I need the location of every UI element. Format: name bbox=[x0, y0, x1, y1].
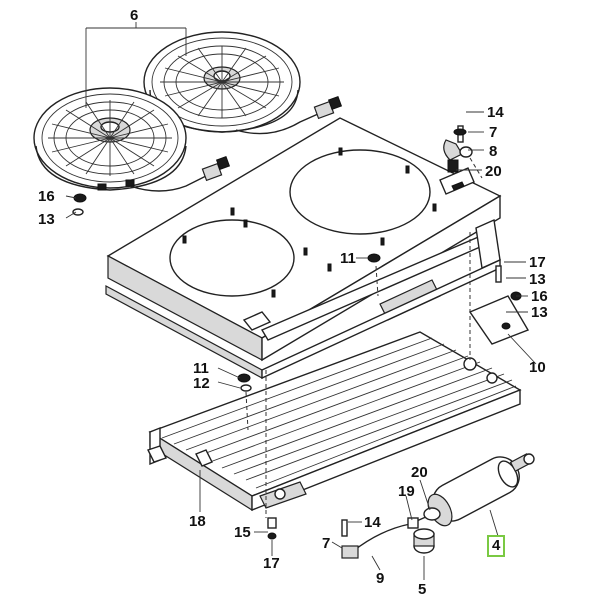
callout-15: 15 bbox=[234, 524, 251, 541]
callout-16: 16 bbox=[38, 188, 55, 205]
pressure-switch bbox=[413, 528, 435, 554]
callout-11: 11 bbox=[340, 250, 356, 267]
callout-11-lower: 11 bbox=[193, 360, 209, 377]
callout-17: 17 bbox=[529, 254, 546, 271]
condenser bbox=[147, 331, 522, 512]
callout-7-lower: 7 bbox=[322, 535, 331, 552]
callout-13-bracket: 13 bbox=[531, 304, 548, 321]
callout-14: 14 bbox=[487, 104, 504, 121]
callout-20: 20 bbox=[485, 163, 502, 180]
callout-17-lower: 17 bbox=[263, 555, 280, 572]
fan-shroud bbox=[106, 117, 502, 362]
callout-9: 9 bbox=[376, 570, 385, 587]
fan-assembly-front bbox=[33, 87, 231, 192]
callout-6: 6 bbox=[130, 7, 139, 24]
callout-18: 18 bbox=[189, 513, 206, 530]
callout-4-highlighted[interactable]: 4 bbox=[487, 535, 506, 557]
callout-8: 8 bbox=[489, 143, 498, 160]
callout-5: 5 bbox=[418, 581, 427, 598]
alignment-lines bbox=[245, 157, 483, 518]
callout-13: 13 bbox=[38, 211, 55, 228]
callout-20-lower: 20 bbox=[411, 464, 428, 481]
callout-14-lower: 14 bbox=[364, 514, 381, 531]
hose-fitting bbox=[341, 507, 441, 559]
seal-strip bbox=[105, 258, 501, 380]
callout-16-right: 16 bbox=[531, 288, 548, 305]
callout-19: 19 bbox=[398, 483, 415, 500]
callout-7: 7 bbox=[489, 124, 498, 141]
callout-12: 12 bbox=[193, 375, 210, 392]
leader-lines bbox=[65, 22, 537, 580]
callout-13-right: 13 bbox=[529, 271, 546, 288]
fan-assembly-rear bbox=[143, 31, 343, 135]
hardware-fasteners bbox=[72, 125, 530, 540]
receiver-drier bbox=[427, 453, 535, 527]
callout-10: 10 bbox=[529, 359, 546, 376]
